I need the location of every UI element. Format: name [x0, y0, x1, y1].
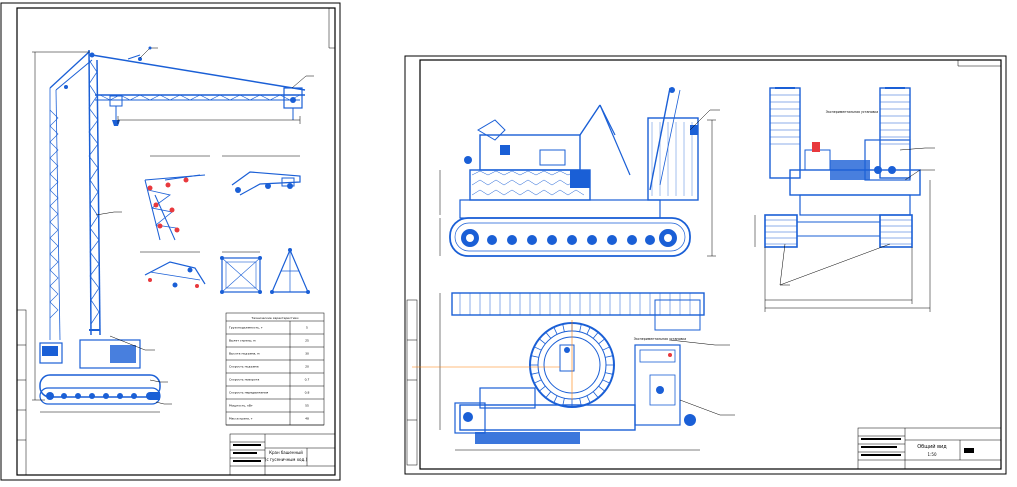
spec-row-label: Скорость передвижения: [229, 391, 268, 395]
plan-detail-box: [634, 344, 696, 426]
machine-front-view: Экспериментальная установка: [754, 87, 935, 312]
spec-table-title: Технические характеристики: [251, 316, 299, 320]
detail-node-a: [144, 155, 210, 241]
machine-plan-view: Экспериментальная установка: [412, 292, 735, 451]
side-boom: [579, 87, 681, 191]
plan-boom: [451, 292, 705, 331]
side-dimensions: [439, 109, 720, 257]
right-sheet: Экспериментальная установка: [404, 55, 1007, 475]
spec-row-value: 25: [305, 339, 309, 343]
spec-row-label: Скорость подъема: [229, 365, 259, 369]
spec-row-value: 30: [305, 352, 309, 356]
crane-cab: [39, 329, 141, 369]
left-inner-frame: [16, 7, 336, 476]
left-margin-strip: [16, 309, 27, 476]
detail-node-e: [270, 248, 310, 294]
front-masts: [769, 87, 911, 179]
side-body: [459, 119, 661, 219]
crane-dimensions: [32, 51, 301, 413]
jib-pivot: [89, 52, 95, 58]
machine-side-view: [439, 87, 720, 257]
spec-row-value: 48: [305, 417, 309, 421]
detail-node-c: [140, 251, 206, 288]
crane-mast: [49, 49, 101, 341]
spec-row-label: Масса крана, т: [229, 417, 253, 421]
spec-row-label: Мощность, кВт: [229, 404, 253, 408]
left-sheet: Технические характеристики Грузоподъемно…: [0, 2, 341, 481]
left-drawing-subtitle: (с гусеничным ход.): [265, 457, 308, 462]
crane-tracks: [39, 374, 161, 405]
spec-row-label: Грузоподъемность, т: [229, 326, 263, 330]
spec-table: Технические характеристики Грузоподъемно…: [225, 312, 325, 426]
right-drawing-title: Общий вид: [917, 443, 947, 450]
spec-row-label: Вылет стрелы, м: [229, 339, 256, 343]
left-corner-stub: [328, 8, 335, 49]
detail-node-b: [222, 155, 301, 196]
spec-row-value: 0,8: [305, 391, 310, 395]
left-sheet-border: [0, 2, 341, 481]
tower-crane: [32, 46, 314, 413]
front-annotation: Экспериментальная установка: [826, 110, 878, 114]
front-tracks: [764, 214, 913, 248]
front-body: [789, 139, 921, 216]
crane-callouts: [95, 46, 314, 405]
plan-annotation: Экспериментальная установка: [634, 337, 686, 341]
right-inner-frame: [419, 59, 1002, 470]
front-dimensions: [754, 147, 935, 312]
spec-row-value: 20: [305, 365, 309, 369]
right-sheet-border: [404, 55, 1007, 475]
detail-node-d: [220, 251, 262, 294]
spec-row-label: Высота подъема, м: [229, 352, 260, 356]
right-corner-stub: [957, 60, 1001, 67]
spec-row-value: 0,7: [305, 378, 310, 382]
spec-row-value: 55: [305, 404, 309, 408]
left-drawing-title: Кран башенный: [269, 450, 303, 455]
right-margin-strip: [406, 299, 418, 466]
spec-row-value: 5: [306, 326, 308, 330]
spec-row-label: Скорость поворота: [229, 378, 259, 382]
plan-tracks: [454, 387, 636, 444]
left-title-block: Кран башенный (с гусеничным ход.): [229, 433, 336, 476]
crane-jib: [64, 52, 306, 101]
right-title-block: Общий вид 1:50: [857, 427, 1002, 470]
plan-dimensions: [412, 293, 735, 451]
side-cabin: [647, 117, 699, 201]
right-drawing-scale: 1:50: [928, 452, 937, 457]
